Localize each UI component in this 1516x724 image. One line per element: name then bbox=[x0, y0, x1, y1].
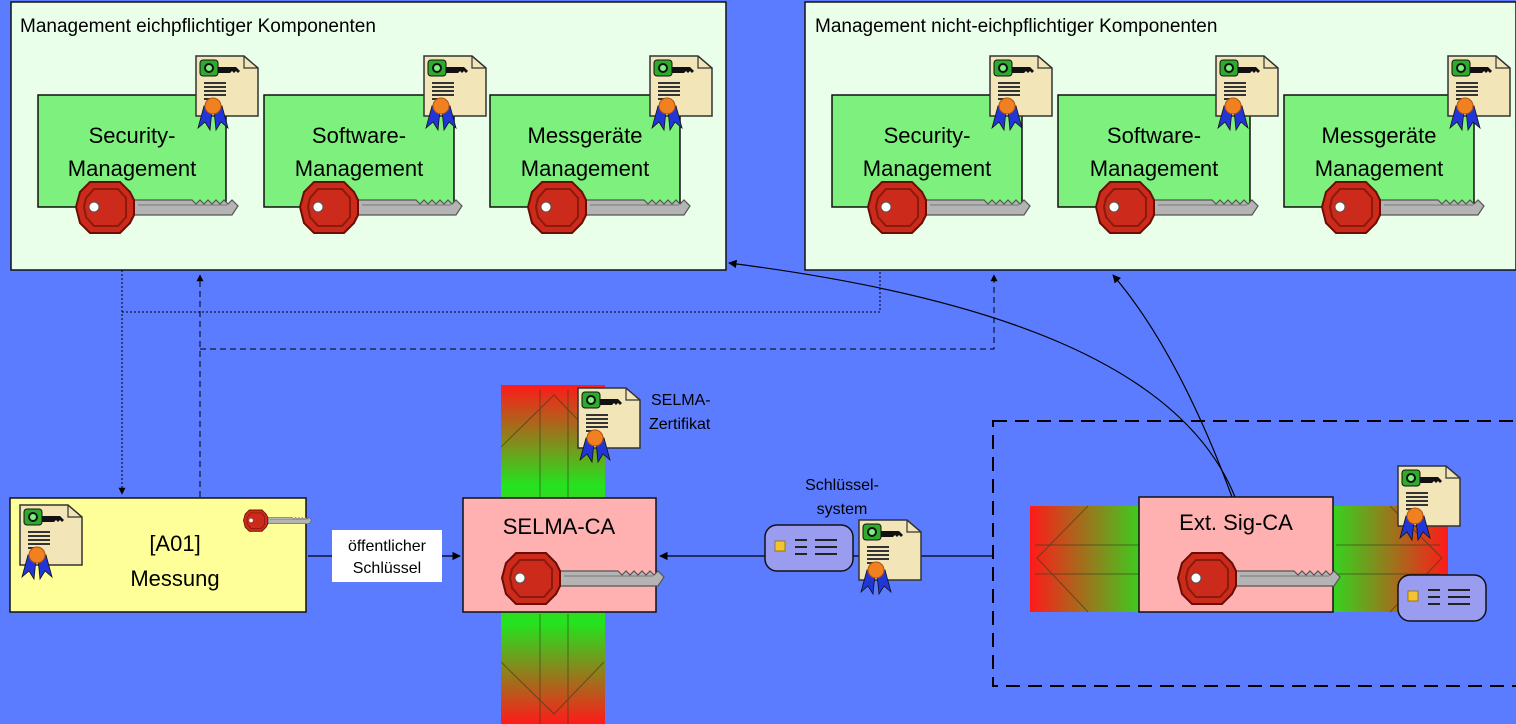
component-label-line1: Messgeräte bbox=[1322, 123, 1437, 148]
group-nicht-eichpflichtig: Management nicht-eichpflichtiger Kompone… bbox=[804, 1, 1516, 271]
component-software-management: Software- Management bbox=[1057, 55, 1279, 234]
component-security-management: Security- Management bbox=[37, 55, 259, 234]
ext-ca-connector bbox=[728, 259, 1236, 498]
component-label-line1: Software- bbox=[1107, 123, 1201, 148]
component-label-line1: Security- bbox=[884, 123, 971, 148]
component-security-management: Security- Management bbox=[831, 55, 1053, 234]
public-key-label: öffentlicher Schlüssel bbox=[332, 530, 442, 582]
ext-sig-ca-box: Ext. Sig-CA bbox=[1138, 496, 1341, 613]
component-label-line1: Messgeräte bbox=[528, 123, 643, 148]
group-title: Management nicht-eichpflichtiger Kompone… bbox=[815, 16, 1217, 37]
public-key-label-line2: Schlüssel bbox=[353, 560, 421, 577]
measurement-box: [A01] Messung bbox=[9, 497, 312, 613]
smartcard-icon bbox=[764, 524, 854, 572]
measurement-label-line2: Messung bbox=[130, 566, 219, 591]
selma-ca-box: SELMA-CA bbox=[462, 497, 665, 613]
component-label-line1: Security- bbox=[89, 123, 176, 148]
dotted-connector bbox=[122, 270, 881, 313]
component-label-line2: Management bbox=[521, 156, 649, 181]
component-label-line2: Management bbox=[1090, 156, 1218, 181]
ext-ca-connector bbox=[1112, 274, 1233, 498]
dashed-connector bbox=[200, 274, 998, 350]
selma-ca-label: SELMA-CA bbox=[503, 514, 616, 539]
smartcard-icon bbox=[1397, 574, 1487, 622]
component-messgeraete-management: Messgeräte Management bbox=[1283, 55, 1511, 234]
selma-certificate-icon bbox=[577, 387, 641, 463]
key-system-label-line2: system bbox=[817, 501, 868, 518]
selma-cert-label-line1: SELMA- bbox=[651, 392, 711, 409]
component-label-line2: Management bbox=[1315, 156, 1443, 181]
group-eichpflichtig: Management eichpflichtiger Komponenten S… bbox=[10, 1, 727, 271]
group-title: Management eichpflichtiger Komponenten bbox=[20, 16, 376, 37]
ext-ca-area bbox=[992, 420, 1516, 687]
component-label-line1: Software- bbox=[312, 123, 406, 148]
component-messgeraete-management: Messgeräte Management bbox=[489, 55, 713, 234]
selma-cert-label-line2: Zertifikat bbox=[649, 416, 711, 433]
component-label-line2: Management bbox=[295, 156, 423, 181]
measurement-label-line1: [A01] bbox=[149, 531, 200, 556]
key-system-label-line1: Schlüssel- bbox=[805, 477, 879, 494]
component-software-management: Software- Management bbox=[263, 55, 487, 234]
certificate-icon bbox=[858, 519, 922, 595]
ext-sig-ca-label: Ext. Sig-CA bbox=[1179, 510, 1293, 535]
public-key-label-line1: öffentlicher bbox=[348, 538, 427, 555]
component-label-line2: Management bbox=[68, 156, 196, 181]
component-label-line2: Management bbox=[863, 156, 991, 181]
